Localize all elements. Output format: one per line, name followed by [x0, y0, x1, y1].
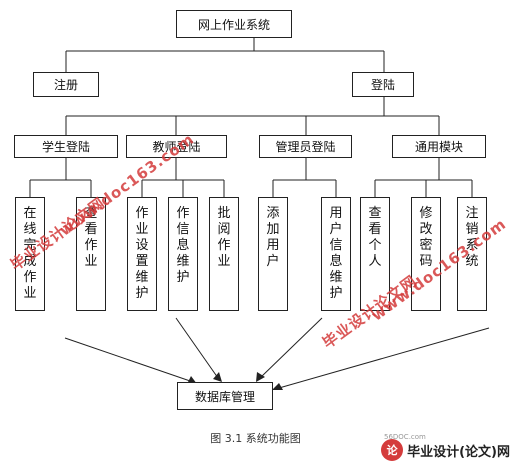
watermark-logo-small: 56DOC.com [384, 433, 426, 441]
logo-badge-icon: 论 [381, 439, 404, 461]
teacher-login-label: 教师登陆 [152, 140, 201, 154]
login-label: 登陆 [370, 78, 395, 92]
leaf-homework-setup-label: 作业设置维护 [135, 206, 149, 301]
root-node: 网上作业系统 [176, 10, 292, 38]
root-label: 网上作业系统 [197, 17, 270, 32]
login-node: 登陆 [352, 72, 414, 97]
leaf-grade-homework-label: 批阅作业 [217, 206, 231, 269]
leaf-add-user: 添加用户 [258, 197, 288, 311]
register-label: 注册 [53, 78, 78, 92]
leaf-change-password-label: 修改密码 [419, 206, 433, 269]
register-node: 注册 [33, 72, 99, 97]
watermark-logo: 论 毕业设计(论文)网 [360, 434, 510, 466]
leaf-info-maintain: 作信息维护 [168, 197, 198, 311]
leaf-view-homework: 查看作业 [76, 197, 106, 311]
leaf-homework-setup: 作业设置维护 [127, 197, 157, 311]
leaf-user-info-label: 用户信息维护 [329, 206, 343, 301]
leaf-info-maintain-label: 作信息维护 [176, 206, 190, 285]
leaf-logout-system: 注销系统 [457, 197, 487, 311]
student-login-label: 学生登陆 [41, 140, 90, 154]
leaf-view-personal: 查看个人 [360, 197, 390, 311]
leaf-online-homework: 在线完成作业 [15, 197, 45, 311]
leaf-change-password: 修改密码 [411, 197, 441, 311]
common-module-node: 通用模块 [392, 135, 486, 158]
admin-login-label: 管理员登陆 [275, 140, 336, 154]
leaf-view-personal-label: 查看个人 [368, 206, 382, 269]
leaf-view-homework-label: 查看作业 [84, 206, 98, 269]
teacher-login-node: 教师登陆 [126, 135, 227, 158]
leaf-user-info: 用户信息维护 [321, 197, 351, 311]
leaf-add-user-label: 添加用户 [266, 206, 280, 269]
logo-text: 毕业设计(论文)网 [407, 444, 510, 460]
student-login-node: 学生登陆 [14, 135, 118, 158]
admin-login-node: 管理员登陆 [259, 135, 352, 158]
figure-caption: 图 3.1 系统功能图 [210, 432, 301, 445]
leaf-grade-homework: 批阅作业 [209, 197, 239, 311]
leaf-logout-system-label: 注销系统 [465, 206, 479, 269]
leaf-online-homework-label: 在线完成作业 [23, 206, 37, 301]
database-label: 数据库管理 [194, 389, 255, 404]
database-node: 数据库管理 [177, 382, 273, 410]
common-module-label: 通用模块 [414, 140, 463, 154]
